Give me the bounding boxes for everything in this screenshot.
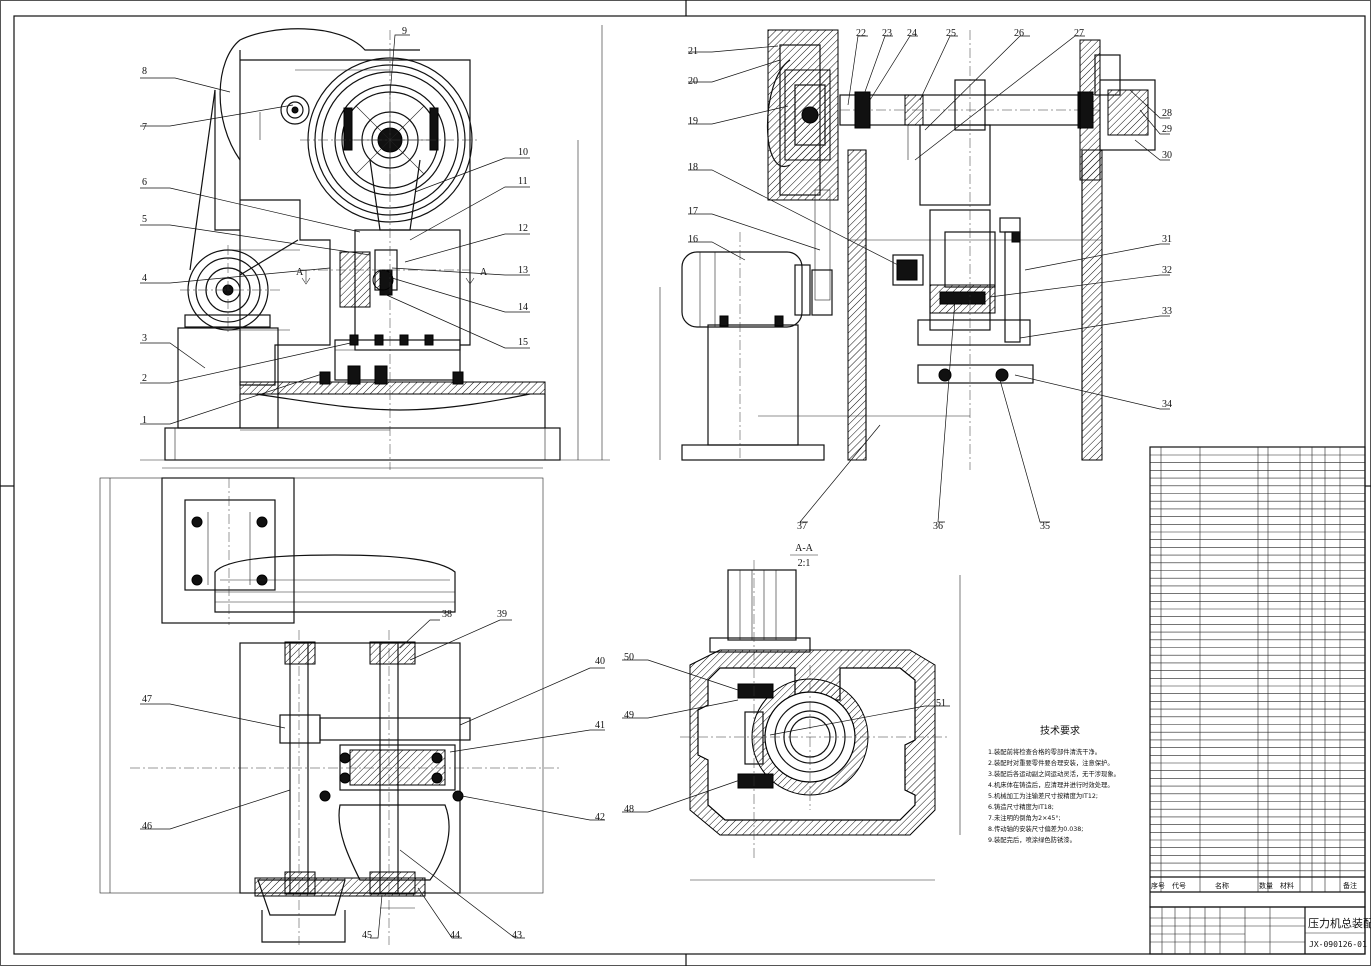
tech-req-item: 9.装配完后，喷涂绿色防锈漆。 [988,835,1076,844]
part-number-9: 9 [402,26,407,37]
part-number-47: 47 [142,694,152,705]
part-number-3: 3 [142,333,147,344]
tech-req-item: 3.装配后各运动副之间运动灵活，无干涉现象。 [988,769,1120,778]
part-number-22: 22 [856,28,866,39]
section-marker-left: A [296,267,304,278]
part-number-24: 24 [907,28,917,39]
tech-req-item: 7.未注明的倒角为2×45°; [988,813,1061,822]
part-number-42: 42 [595,812,605,823]
tech-req-item: 8.传动轴的安装尺寸偏差为0.038; [988,824,1083,833]
part-number-19: 19 [688,116,698,127]
part-number-23: 23 [882,28,892,39]
tech-req-item: 1.装配前将检查合格的零部件清洗干净。 [988,747,1101,756]
part-number-43: 43 [512,930,522,941]
tech-req-item: 4.机床体在铸造后，应清理并进行时效处理。 [988,780,1114,789]
part-number-18: 18 [688,162,698,173]
bom-header-name: 名称 [1215,881,1229,890]
section-view-scale: 2:1 [798,558,811,569]
part-number-34: 34 [1162,399,1172,410]
part-number-13: 13 [518,265,528,276]
bom-header-code: 代号 [1172,881,1186,890]
section-marker-right: A [480,267,488,278]
part-number-40: 40 [595,656,605,667]
part-number-20: 20 [688,76,698,87]
section-view-label: A-A [795,543,814,554]
drawing-title: 压力机总装配图 [1308,916,1371,930]
part-number-39: 39 [497,609,507,620]
part-number-31: 31 [1162,234,1172,245]
part-number-4: 4 [142,273,147,284]
bill-of-materials: 序号 代号 名称 数量 材料 备注 [1149,446,1366,908]
part-number-7: 7 [142,122,147,133]
part-number-29: 29 [1162,124,1172,135]
part-number-21: 21 [688,46,698,57]
part-number-11: 11 [518,176,528,187]
part-number-16: 16 [688,234,698,245]
title-block: 压力机总装配图 JX-090126-01 [1149,906,1371,955]
part-number-12: 12 [518,223,528,234]
part-number-50: 50 [624,652,634,663]
part-number-30: 30 [1162,150,1172,161]
part-number-41: 41 [595,720,605,731]
part-number-15: 15 [518,337,528,348]
part-number-1: 1 [142,415,147,426]
part-number-51: 51 [936,698,946,709]
top-view [99,467,560,945]
part-number-14: 14 [518,302,528,313]
tech-req-item: 6.铸造尺寸精度为IT18; [988,802,1054,811]
drawing-number: JX-090126-01 [1309,940,1367,949]
part-number-26: 26 [1014,28,1024,39]
technical-requirements: 技术要求 1.装配前将检查合格的零部件清洗干净。 2.装配时对重要零件要合理安装… [988,724,1120,844]
bom-header-seq: 序号 [1151,881,1165,890]
bom-header-material: 材料 [1280,881,1294,890]
bom-header-remark: 备注 [1343,881,1357,890]
part-number-45: 45 [362,930,372,941]
part-number-6: 6 [142,177,147,188]
part-number-5: 5 [142,214,147,225]
part-number-46: 46 [142,821,152,832]
bom-header-qty: 数量 [1259,881,1273,890]
section-a-a-view: A-A 2:1 [680,543,961,881]
part-number-10: 10 [518,147,528,158]
part-number-37: 37 [797,521,807,532]
part-number-27: 27 [1074,28,1084,39]
part-number-32: 32 [1162,265,1172,276]
part-number-28: 28 [1162,108,1172,119]
tech-req-item: 2.装配时对重要零件要合理安装，注意保护。 [988,758,1114,767]
part-number-17: 17 [688,206,698,217]
side-view [659,29,1156,470]
tech-req-item: 5.机械加工为注输差尺寸按精度为IT12; [988,791,1098,800]
part-number-35: 35 [1040,521,1050,532]
front-view: A A [140,25,610,470]
part-number-8: 8 [142,66,147,77]
tech-req-title: 技术要求 [1040,724,1080,737]
part-number-44: 44 [450,930,460,941]
part-number-33: 33 [1162,306,1172,317]
part-number-2: 2 [142,373,147,384]
part-number-49: 49 [624,710,634,721]
part-number-36: 36 [933,521,943,532]
part-number-25: 25 [946,28,956,39]
part-number-38: 38 [442,609,452,620]
part-number-48: 48 [624,804,634,815]
